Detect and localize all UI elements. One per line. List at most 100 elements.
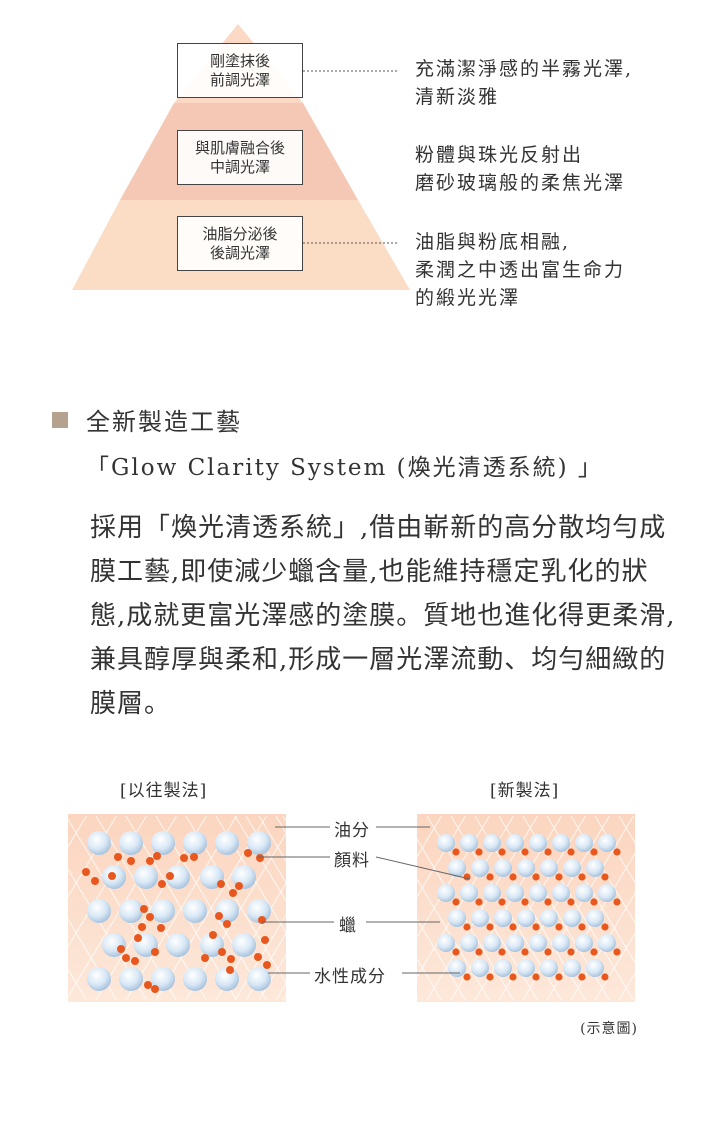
- pigment-particle: [613, 898, 621, 906]
- pigment-particle: [555, 873, 563, 881]
- water-droplet: [483, 834, 501, 852]
- tier-bottom-box: 油脂分泌後 後調光澤: [177, 216, 303, 271]
- pigment-particle: [486, 923, 494, 931]
- pigment-particle: [601, 873, 609, 881]
- wax-strand: [0, 815, 87, 961]
- section-heading: 全新製造工藝: [52, 402, 242, 437]
- section-heading-text: 全新製造工藝: [86, 408, 242, 436]
- water-droplet: [517, 859, 535, 877]
- water-droplet: [598, 834, 616, 852]
- water-droplet: [552, 934, 570, 952]
- pigment-particle: [158, 880, 166, 888]
- pigment-particle: [463, 923, 471, 931]
- tier-mid-desc-line1: 粉體與珠光反射出: [415, 144, 584, 166]
- old-method-label: [以往製法]: [120, 781, 208, 801]
- pigment-particle: [190, 853, 198, 861]
- legend-wax: 蠟: [337, 911, 359, 936]
- water-droplet: [494, 909, 512, 927]
- pigment-particle: [227, 955, 235, 963]
- pigment-particle: [590, 948, 598, 956]
- tier-bottom-desc-line2: 柔潤之中透出富生命力: [415, 259, 626, 281]
- water-droplet: [575, 934, 593, 952]
- pigment-particle: [452, 898, 460, 906]
- new-water-droplets: [437, 834, 616, 977]
- pigment-particle: [153, 852, 161, 860]
- water-droplet: [183, 831, 207, 855]
- tier-top-box: 剛塗抹後 前調光澤: [177, 43, 303, 98]
- water-droplet: [119, 899, 143, 923]
- wax-strand: [0, 905, 57, 1001]
- pigment-particle: [498, 848, 506, 856]
- water-droplet: [540, 909, 558, 927]
- pigment-particle: [486, 973, 494, 981]
- section-subheading: 「Glow Clarity System (煥光清透系統) 」: [86, 455, 603, 481]
- water-droplet: [586, 909, 604, 927]
- pigment-particle: [601, 973, 609, 981]
- pigment-particle: [131, 957, 139, 965]
- water-droplet: [483, 884, 501, 902]
- pigment-particle: [215, 912, 223, 920]
- new-pigment-particles: [452, 848, 621, 981]
- water-droplet: [215, 967, 239, 991]
- water-droplet: [552, 834, 570, 852]
- tier-top-line1: 剛塗抹後: [209, 51, 270, 70]
- water-droplet: [247, 899, 271, 923]
- pigment-particle: [463, 873, 471, 881]
- tier-mid-desc-line2: 磨砂玻璃般的柔焦光澤: [415, 172, 626, 194]
- pigment-particle: [452, 848, 460, 856]
- pigment-particle: [532, 923, 540, 931]
- pigment-particle: [261, 936, 269, 944]
- pigment-particle: [567, 898, 575, 906]
- pigment-particle: [509, 873, 517, 881]
- water-droplet: [471, 959, 489, 977]
- water-droplet: [540, 959, 558, 977]
- legend-oil: 油分: [332, 816, 372, 841]
- old-pigment-particles: [82, 849, 271, 993]
- wax-strand: [0, 955, 27, 1001]
- wax-strand: [618, 830, 720, 1001]
- water-droplet: [494, 959, 512, 977]
- pigment-particle: [91, 877, 99, 885]
- pigment-particle: [117, 945, 125, 953]
- pigment-particle: [180, 854, 188, 862]
- pigment-particle: [140, 905, 148, 913]
- pigment-particle: [555, 973, 563, 981]
- water-droplet: [529, 934, 547, 952]
- tier-top-line2: 前調光澤: [209, 70, 270, 89]
- water-droplet: [598, 934, 616, 952]
- tier-mid-desc: 粉體與珠光反射出 磨砂玻璃般的柔焦光澤: [415, 141, 625, 197]
- pigment-particle: [254, 953, 262, 961]
- emulsion-diagram: [0, 814, 720, 1002]
- pigment-particle: [544, 898, 552, 906]
- pigment-particle: [122, 954, 130, 962]
- pigment-particle: [263, 961, 271, 969]
- tier-bottom-desc: 油脂與粉底相融, 柔潤之中透出富生命力 的緞光光澤: [415, 228, 625, 312]
- pigment-particle: [613, 948, 621, 956]
- water-droplet: [517, 909, 535, 927]
- water-droplet: [247, 831, 271, 855]
- wax-strand: [185, 815, 297, 1001]
- tier-mid-line1: 與肌膚融合後: [194, 138, 285, 157]
- pigment-particle: [201, 954, 209, 962]
- water-droplet: [506, 834, 524, 852]
- pigment-particle: [452, 948, 460, 956]
- water-droplet: [87, 899, 111, 923]
- pigment-particle: [509, 973, 517, 981]
- pigment-particle: [521, 948, 529, 956]
- diagram-footnote: (示意圖): [580, 1021, 638, 1037]
- pigment-particle: [590, 848, 598, 856]
- water-droplet: [87, 831, 111, 855]
- pigment-particle: [146, 857, 154, 865]
- pigment-particle: [601, 923, 609, 931]
- pigment-particle: [578, 873, 586, 881]
- tier-bottom-line1: 油脂分泌後: [202, 224, 278, 243]
- water-droplet: [598, 884, 616, 902]
- water-droplet: [586, 959, 604, 977]
- water-droplet: [540, 859, 558, 877]
- pigment-particle: [590, 898, 598, 906]
- pigment-particle: [613, 848, 621, 856]
- water-droplet: [517, 959, 535, 977]
- tier-top-desc-line1: 充滿潔淨感的半霧光澤,: [415, 58, 634, 80]
- wax-strand: [0, 815, 27, 861]
- tier-mid-box: 與肌膚融合後 中調光澤: [177, 130, 303, 185]
